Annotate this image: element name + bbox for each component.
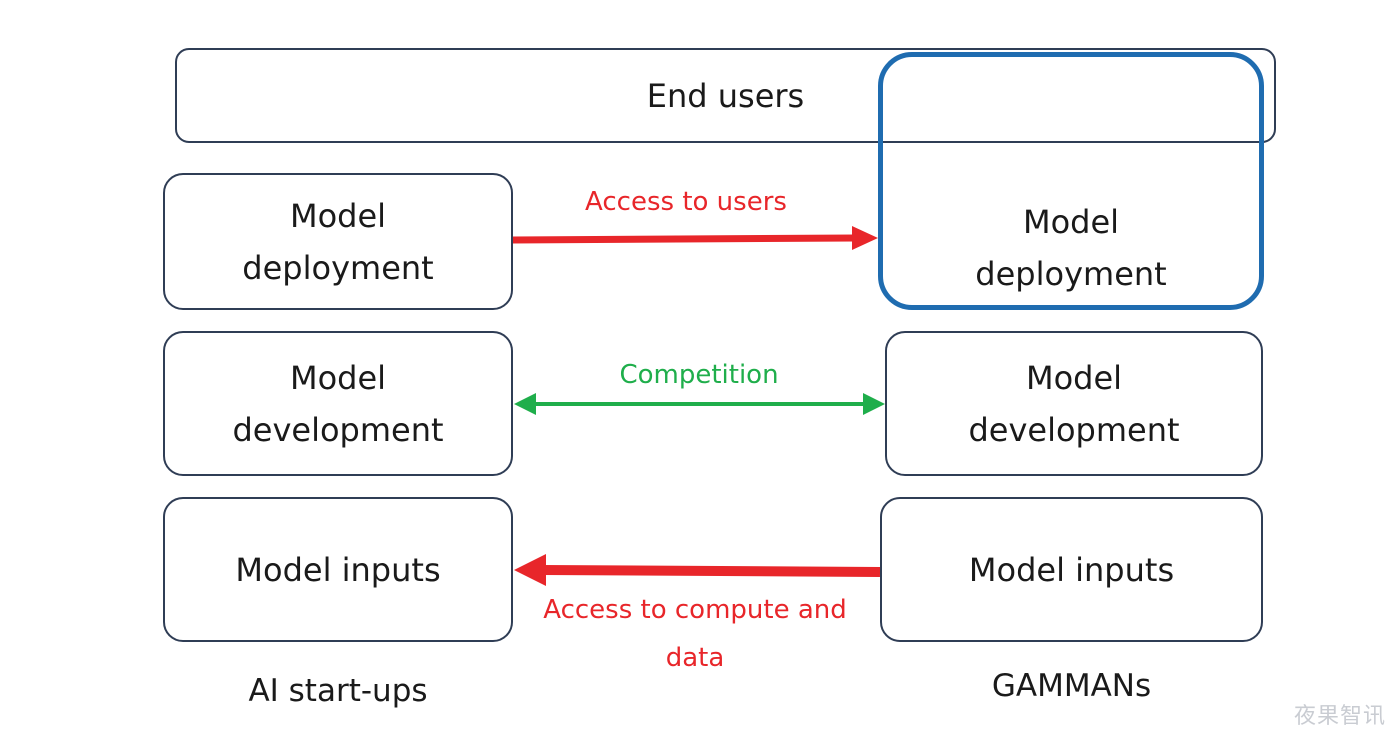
gammans-model-development-box: Model development (885, 331, 1263, 476)
watermark-logo: 夜果智讯 (1294, 704, 1387, 729)
competition-label: Competition (619, 360, 779, 390)
startup-model-inputs-box: Model inputs (163, 497, 513, 642)
gammans-deployment-line1: Model (1022, 203, 1120, 241)
ai-startups-column-label: AI start-ups (248, 673, 428, 709)
gammans-deployment-line2: deployment (975, 255, 1167, 293)
startup-development-line1: Model (289, 358, 387, 397)
startup-development-line2: development (232, 410, 444, 449)
gammans-model-deployment-highlight (878, 52, 1264, 310)
startup-deployment-line2: deployment (242, 248, 434, 287)
end-users-box: End users (175, 48, 1276, 143)
access-to-users-label: Access to users (585, 187, 787, 217)
access-to-compute-arrow (514, 554, 881, 586)
gammans-column-label: GAMMANs (991, 668, 1152, 704)
gammans-inputs-label: Model inputs (968, 550, 1175, 589)
gammans-development-line1: Model (1025, 358, 1123, 397)
startup-model-deployment-box: Model deployment (163, 173, 513, 310)
access-to-users-arrow (512, 226, 878, 250)
end-users-label: End users (646, 76, 805, 115)
startup-inputs-label: Model inputs (235, 550, 441, 589)
competition-arrow (514, 393, 885, 415)
startup-deployment-line1: Model (289, 196, 387, 235)
access-to-compute-label: Access to compute and data (543, 595, 847, 673)
gammans-model-inputs-box: Model inputs (880, 497, 1263, 642)
startup-model-development-box: Model development (163, 331, 513, 476)
gammans-development-line2: development (968, 410, 1180, 449)
gammans-model-deployment-box: Model deployment (878, 196, 1264, 300)
